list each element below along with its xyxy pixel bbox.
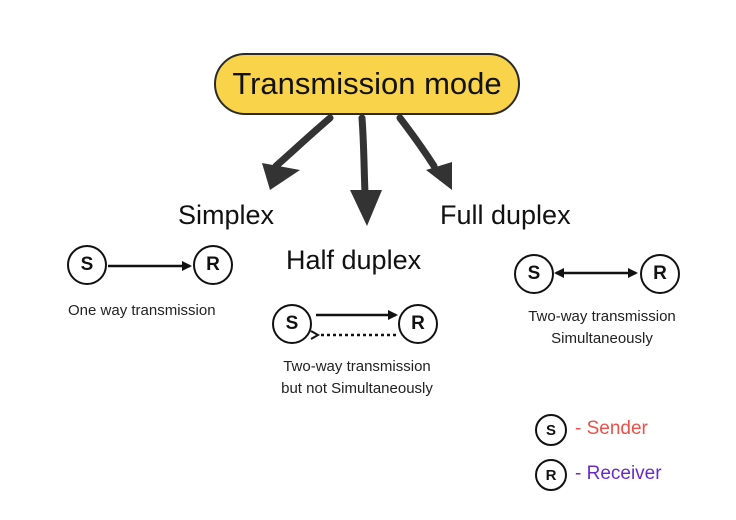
title-pill: Transmission mode <box>214 53 520 115</box>
branch-arrow-half-duplex <box>350 114 382 226</box>
branch-arrow-full-duplex <box>396 114 452 190</box>
half-duplex-receiver-node: R <box>398 304 438 344</box>
half-duplex-label: Half duplex <box>286 245 422 275</box>
full-duplex-description-line1: Two-way transmission <box>528 308 676 325</box>
full-duplex-receiver-node: R <box>640 254 680 294</box>
legend-receiver-symbol: R <box>535 459 567 491</box>
half-duplex-description: Two-way transmission but not Simultaneou… <box>260 356 454 400</box>
half-duplex-description-line2: but not Simultaneously <box>281 380 433 397</box>
legend-sender-text: - Sender <box>575 418 648 439</box>
simplex-description: One way transmission <box>68 302 216 319</box>
full-duplex-sender-node: S <box>514 254 554 294</box>
branch-arrow-simplex <box>262 114 334 190</box>
simplex-receiver-node: R <box>193 245 233 285</box>
half-duplex-description-line1: Two-way transmission <box>283 358 431 375</box>
simplex-label: Simplex <box>178 200 275 230</box>
full-duplex-description-line2: Simultaneously <box>551 330 653 347</box>
full-duplex-label: Full duplex <box>440 200 571 230</box>
legend-sender-symbol: S <box>535 414 567 446</box>
full-duplex-description: Two-way transmission Simultaneously <box>505 306 699 350</box>
simplex-sender-node: S <box>67 245 107 285</box>
half-duplex-sender-node: S <box>272 304 312 344</box>
legend-receiver-text: - Receiver <box>575 463 662 484</box>
